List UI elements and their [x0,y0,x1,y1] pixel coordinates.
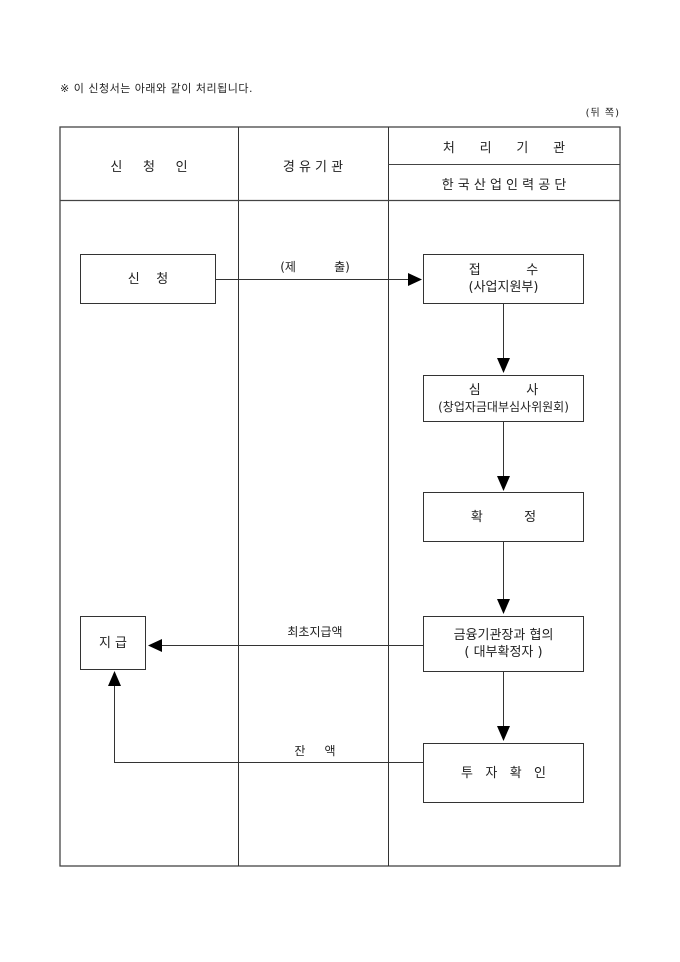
review-box: 심 사 (창업자금대부심사위원회) [423,375,584,422]
review-label: 심 사 [468,382,539,398]
submit-arrowhead [408,273,422,286]
receive-box: 접 수 (사업지원부) [423,254,584,304]
consult-target: ( 대부확정자 ) [464,645,543,660]
payment-box: 지 급 [80,616,146,670]
table-border [59,126,621,867]
column-header-processor: 처 리 기 관 [442,141,566,156]
consult-label: 금융기관장과 협의 [453,628,554,643]
arrowhead-to-confirm [497,476,510,491]
balance-label: 잔 액 [294,744,336,758]
payment-label: 지 급 [98,635,128,651]
arrowhead-to-review [497,358,510,373]
balance-line [114,686,423,763]
column-header-intermediary: 경 유 기 관 [282,160,344,175]
review-committee: (창업자금대부심사위원회) [438,399,569,414]
invest-check-box: 투 자 확 인 [423,743,584,803]
arrowhead-to-consult [497,599,510,614]
initial-payment-arrowhead [148,639,162,652]
initial-payment-label: 최초지급액 [287,625,343,639]
column-header-processor-org: 한 국 산 업 인 력 공 단 [441,178,567,193]
processing-note: ※ 이 신청서는 아래와 같이 처리됩니다. [60,82,253,95]
arrowhead-to-invest [497,726,510,741]
confirm-box: 확 정 [423,492,584,542]
confirm-label: 확 정 [470,509,537,525]
balance-arrowhead [108,671,121,686]
receive-dept: (사업지원부) [468,280,539,295]
back-side-label: (뒤 쪽) [585,108,620,119]
submit-label: (제 출) [280,260,350,274]
apply-label: 신 청 [127,271,169,287]
column-header-applicant: 신 청 인 [110,160,188,175]
consult-box: 금융기관장과 협의 ( 대부확정자 ) [423,616,584,672]
apply-box: 신 청 [80,254,216,304]
receive-label: 접 수 [468,263,539,278]
invest-check-label: 투 자 확 인 [460,765,547,781]
